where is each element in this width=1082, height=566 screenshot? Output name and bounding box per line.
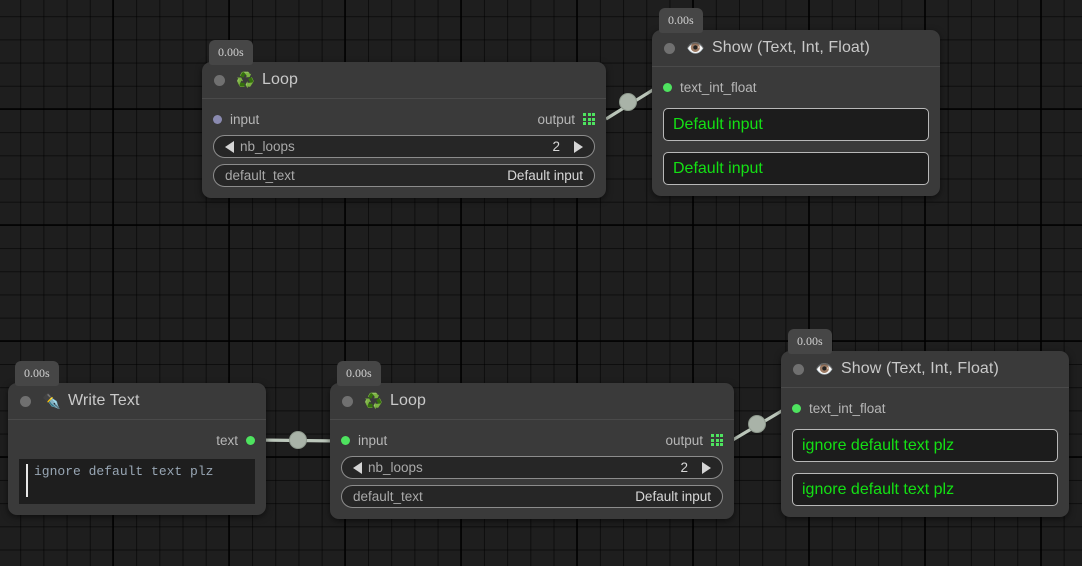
edge-loop2-to-show2[interactable] <box>730 407 786 443</box>
status-dot[interactable] <box>793 363 804 375</box>
display-value: ignore default text plz <box>802 436 955 454</box>
node-title: Show (Text, Int, Float) <box>712 39 870 56</box>
port-row-input: input output <box>213 109 595 129</box>
fountain-pen-icon: ✒️ <box>42 392 61 410</box>
display-value: ignore default text plz <box>802 480 955 498</box>
field-default-text[interactable]: default_text Default input <box>341 485 723 508</box>
stepper-decrement-icon[interactable] <box>353 461 362 474</box>
node-show-2[interactable]: 0.00s 👁️ Show (Text, Int, Float) text_in… <box>781 329 1069 517</box>
node-body: text ignore default text plz <box>8 420 266 515</box>
display-box: ignore default text plz <box>792 473 1058 506</box>
display-value: Default input <box>673 159 763 177</box>
execution-time-badge: 0.00s <box>209 40 253 65</box>
port-row-input: text_int_float <box>792 398 1058 418</box>
text-editor[interactable]: ignore default text plz <box>19 459 255 504</box>
text-editor-value: ignore default text plz <box>34 464 214 479</box>
stepper-decrement-icon[interactable] <box>225 140 234 153</box>
node-header[interactable]: 👁️ Show (Text, Int, Float) <box>652 30 940 67</box>
edge-midpoint-handle[interactable] <box>619 93 637 111</box>
node-body: input output nb_loops 2 default_text Def… <box>202 99 606 198</box>
field-value: Default input <box>507 168 583 183</box>
status-dot[interactable] <box>214 74 225 86</box>
output-port-label: output <box>665 432 703 448</box>
port-row-output: text <box>19 430 255 450</box>
node-show-1[interactable]: 0.00s 👁️ Show (Text, Int, Float) text_in… <box>652 8 940 196</box>
display-box: ignore default text plz <box>792 429 1058 462</box>
input-port-label: text_int_float <box>680 79 757 95</box>
field-nb-loops-stepper[interactable]: nb_loops 2 <box>341 456 723 479</box>
field-label: default_text <box>225 168 295 183</box>
stepper-increment-icon[interactable] <box>702 461 711 474</box>
display-box: Default input <box>663 108 929 141</box>
node-write-text-1[interactable]: 0.00s ✒️ Write Text text ignore default … <box>8 361 266 515</box>
input-port-dot[interactable] <box>792 403 801 413</box>
node-title: Loop <box>390 392 426 409</box>
field-value: 2 <box>680 460 688 475</box>
node-title: Loop <box>262 71 298 88</box>
status-dot[interactable] <box>342 395 353 407</box>
input-port-label: input <box>230 111 260 127</box>
field-label: default_text <box>353 489 423 504</box>
input-port-label: input <box>358 432 388 448</box>
port-row-input: input output <box>341 430 723 450</box>
field-label: nb_loops <box>240 139 295 154</box>
edge-midpoint-handle[interactable] <box>289 431 307 449</box>
edge-midpoint-handle[interactable] <box>748 415 766 433</box>
node-body: text_int_float Default input Default inp… <box>652 67 940 196</box>
node-loop-1[interactable]: 0.00s ♻️ Loop input output nb_loops 2 <box>202 40 606 198</box>
node-header[interactable]: 👁️ Show (Text, Int, Float) <box>781 351 1069 388</box>
field-value: 2 <box>552 139 560 154</box>
node-header[interactable]: ✒️ Write Text <box>8 383 266 420</box>
output-port-label: text <box>216 432 238 448</box>
node-header[interactable]: ♻️ Loop <box>330 383 734 420</box>
field-nb-loops-stepper[interactable]: nb_loops 2 <box>213 135 595 158</box>
recycle-icon: ♻️ <box>364 392 383 410</box>
input-port-dot[interactable] <box>341 435 350 445</box>
status-dot[interactable] <box>20 395 31 407</box>
node-body: input output nb_loops 2 default_text Def… <box>330 420 734 519</box>
eye-icon: 👁️ <box>815 360 834 378</box>
edge-loop1-to-show1[interactable] <box>605 86 657 121</box>
node-header[interactable]: ♻️ Loop <box>202 62 606 99</box>
execution-time-badge: 0.00s <box>659 8 703 33</box>
text-caret <box>26 464 28 497</box>
port-row-input: text_int_float <box>663 77 929 97</box>
eye-icon: 👁️ <box>686 39 705 57</box>
node-body: text_int_float ignore default text plz i… <box>781 388 1069 517</box>
node-title: Write Text <box>68 392 140 409</box>
output-grid-icon[interactable] <box>711 434 723 446</box>
recycle-icon: ♻️ <box>236 71 255 89</box>
input-port-label: text_int_float <box>809 400 886 416</box>
node-title: Show (Text, Int, Float) <box>841 360 999 377</box>
edge-writetext-to-loop2[interactable] <box>257 438 340 443</box>
status-dot[interactable] <box>664 42 675 54</box>
stepper-increment-icon[interactable] <box>574 140 583 153</box>
field-label: nb_loops <box>368 460 423 475</box>
input-port-dot[interactable] <box>663 82 672 92</box>
output-grid-icon[interactable] <box>583 113 595 125</box>
output-port-label: output <box>537 111 575 127</box>
output-port-dot[interactable] <box>246 435 255 445</box>
input-port-dot[interactable] <box>213 114 222 124</box>
node-loop-2[interactable]: 0.00s ♻️ Loop input output nb_loops 2 <box>330 361 734 519</box>
execution-time-badge: 0.00s <box>15 361 59 386</box>
display-box: Default input <box>663 152 929 185</box>
display-value: Default input <box>673 115 763 133</box>
execution-time-badge: 0.00s <box>337 361 381 386</box>
field-default-text[interactable]: default_text Default input <box>213 164 595 187</box>
execution-time-badge: 0.00s <box>788 329 832 354</box>
field-value: Default input <box>635 489 711 504</box>
